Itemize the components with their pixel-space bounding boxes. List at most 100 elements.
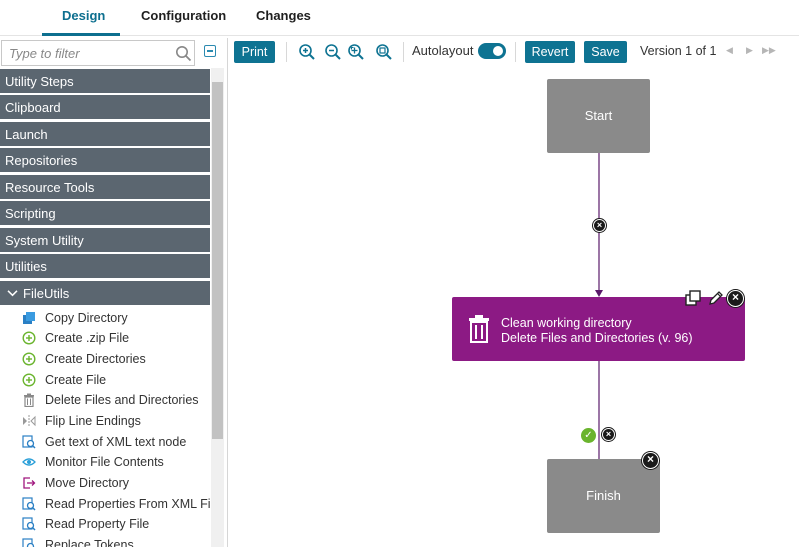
item-label: Read Property File <box>45 517 150 531</box>
tab-design[interactable]: Design <box>62 8 106 23</box>
eye-icon <box>22 458 36 466</box>
item-label: Delete Files and Directories <box>45 393 199 407</box>
palette-item-monitor-file[interactable]: Monitor File Contents <box>0 452 210 472</box>
zoom-in-icon[interactable] <box>298 43 316 61</box>
item-label: Create .zip File <box>45 331 130 345</box>
zoom-fit-icon[interactable] <box>347 43 365 61</box>
trash-icon <box>24 393 34 407</box>
category-clipboard[interactable]: Clipboard <box>0 95 210 120</box>
plus-circle-icon <box>22 373 36 387</box>
finish-label: Finish <box>586 488 621 503</box>
palette-item-move-directory[interactable]: Move Directory <box>0 473 210 493</box>
palette-scrollbar-thumb[interactable] <box>212 82 223 439</box>
item-label: Flip Line Endings <box>45 414 141 428</box>
plus-circle-icon <box>22 352 36 366</box>
start-node[interactable]: Start <box>547 79 650 153</box>
active-tab-indicator <box>42 33 120 36</box>
designer-toolbar: Print Autolayout Revert Save Version 1 o… <box>229 38 799 66</box>
palette-item-replace-tokens[interactable]: Replace Tokens <box>0 535 210 547</box>
category-label: Scripting <box>5 206 56 221</box>
move-icon <box>23 477 36 489</box>
item-label: Move Directory <box>45 476 130 490</box>
revert-button[interactable]: Revert <box>525 41 575 63</box>
success-checkmark-icon[interactable]: ✓ <box>581 428 596 443</box>
xml-search-icon <box>22 435 36 449</box>
zoom-actual-size-icon[interactable] <box>375 43 393 61</box>
step-title: Clean working directory <box>501 316 632 330</box>
tab-configuration[interactable]: Configuration <box>141 8 227 23</box>
zoom-out-icon[interactable] <box>324 43 342 61</box>
category-label: Resource Tools <box>5 180 95 195</box>
filter-input[interactable] <box>1 40 195 66</box>
print-button[interactable]: Print <box>234 41 275 63</box>
palette-item-flip-line-endings[interactable]: Flip Line Endings <box>0 411 210 431</box>
flip-icon <box>23 415 36 427</box>
category-system-utility[interactable]: System Utility <box>0 228 210 253</box>
category-utilities[interactable]: Utilities <box>0 254 210 279</box>
duplicate-icon[interactable] <box>685 290 701 306</box>
toolbar-divider <box>286 42 287 62</box>
next-version-icon[interactable]: ▶ <box>746 45 753 55</box>
category-label: FileUtils <box>23 286 70 301</box>
item-label: Read Properties From XML File <box>45 497 221 511</box>
item-label: Copy Directory <box>45 311 128 325</box>
category-launch[interactable]: Launch <box>0 122 210 147</box>
category-label: System Utility <box>5 233 84 248</box>
palette-item-get-xml-text[interactable]: Get text of XML text node <box>0 432 210 452</box>
copy-icon <box>23 312 35 324</box>
category-label: Utility Steps <box>5 74 74 89</box>
palette-item-create-directories[interactable]: Create Directories <box>0 349 210 369</box>
category-label: Repositories <box>5 153 78 168</box>
category-label: Clipboard <box>5 100 61 115</box>
category-scripting[interactable]: Scripting <box>0 201 210 226</box>
category-label: Utilities <box>5 259 47 274</box>
step-palette: Utility Steps Clipboard Launch Repositor… <box>0 38 228 547</box>
start-label: Start <box>584 108 613 123</box>
category-utility-steps[interactable]: Utility Steps <box>0 69 210 94</box>
tab-changes[interactable]: Changes <box>256 8 311 23</box>
palette-item-copy-directory[interactable]: Copy Directory <box>0 308 210 328</box>
remove-connector-icon[interactable]: × <box>593 219 606 232</box>
palette-item-delete-files[interactable]: Delete Files and Directories <box>0 390 210 410</box>
xml-search-icon <box>22 517 36 531</box>
palette-item-create-file[interactable]: Create File <box>0 370 210 390</box>
palette-item-read-property-file[interactable]: Read Property File <box>0 514 210 534</box>
trash-icon <box>469 315 489 343</box>
delete-finish-icon[interactable]: × <box>642 452 659 469</box>
palette-item-read-properties-xml[interactable]: Read Properties From XML File <box>0 494 220 514</box>
collapse-all-icon[interactable] <box>204 45 216 57</box>
item-label: Create File <box>45 373 107 387</box>
item-label: Monitor File Contents <box>45 455 164 469</box>
delete-step-icon[interactable]: × <box>727 290 744 307</box>
previous-version-icon[interactable]: ◀ <box>726 45 733 55</box>
item-label: Get text of XML text node <box>45 435 187 449</box>
autolayout-label: Autolayout <box>412 43 474 58</box>
filter-row <box>0 38 227 68</box>
step-node-clean-working-directory[interactable]: Clean working directory Delete Files and… <box>452 297 745 361</box>
plus-circle-icon <box>22 331 36 345</box>
last-version-icon[interactable]: ▶▶ <box>762 45 776 55</box>
finish-node[interactable]: Finish <box>547 459 660 533</box>
item-label: Create Directories <box>45 352 146 366</box>
category-repositories[interactable]: Repositories <box>0 148 210 173</box>
xml-search-icon <box>22 538 35 547</box>
category-label: Launch <box>5 127 48 142</box>
version-indicator: Version 1 of 1 <box>640 44 717 58</box>
palette-item-create-zip[interactable]: Create .zip File <box>0 328 210 348</box>
chevron-down-icon <box>7 290 18 297</box>
category-fileutils[interactable]: FileUtils <box>0 281 210 306</box>
search-icon[interactable] <box>175 45 192 62</box>
process-canvas[interactable]: Start × Clean working directory Delete F… <box>229 66 799 547</box>
toolbar-divider <box>515 42 516 62</box>
remove-connector-icon[interactable]: × <box>602 428 615 441</box>
step-subtitle: Delete Files and Directories (v. 96) <box>501 331 693 345</box>
autolayout-toggle[interactable] <box>478 43 506 59</box>
save-button[interactable]: Save <box>584 41 627 63</box>
xml-search-icon <box>22 497 36 511</box>
item-label: Replace Tokens <box>45 538 134 547</box>
edit-pencil-icon[interactable] <box>708 290 724 306</box>
tab-bar: Design Configuration Changes <box>0 0 799 36</box>
toolbar-divider <box>403 42 404 62</box>
category-resource-tools[interactable]: Resource Tools <box>0 175 210 200</box>
